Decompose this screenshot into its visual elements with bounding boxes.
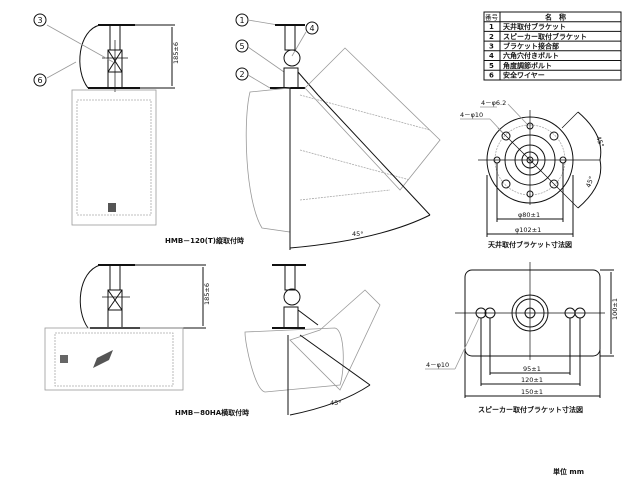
svg-text:天井取付ブラケット寸法図: 天井取付ブラケット寸法図 (488, 240, 572, 249)
svg-text:3: 3 (37, 16, 42, 25)
svg-text:ブラケット接合部: ブラケット接合部 (503, 42, 559, 51)
svg-text:5: 5 (239, 42, 244, 51)
svg-text:1: 1 (489, 23, 494, 31)
svg-text:番号: 番号 (485, 14, 499, 22)
svg-text:六角穴付きボルト: 六角穴付きボルト (503, 51, 559, 60)
callout-2: 2 (235, 67, 249, 81)
svg-text:2: 2 (489, 33, 494, 41)
vertical-front-view: 185±6 HMB－120(T)縦取付時 (46, 24, 244, 245)
callout-4: 4 (305, 21, 319, 35)
logo-badge (108, 203, 116, 212)
horizontal-front-view: 185±6 HMB－80HA横取付時 (44, 264, 249, 417)
svg-text:φ80±1: φ80±1 (518, 211, 540, 219)
callout-3: 3 (33, 13, 47, 27)
svg-text:天井取付ブラケット: 天井取付ブラケット (503, 22, 566, 31)
svg-text:φ102±1: φ102±1 (515, 226, 541, 234)
svg-text:2: 2 (239, 70, 244, 79)
svg-text:4－φ10: 4－φ10 (460, 111, 483, 119)
parts-table: 番号 名 称 1 天井取付ブラケット 2 スピーカー取付ブラケット 3 ブラケット接合… (483, 11, 622, 81)
vertical-mount-label: HMB－120(T)縦取付時 (165, 236, 244, 245)
vertical-side-view: 45° (245, 19, 441, 250)
svg-text:4: 4 (489, 52, 494, 60)
speaker-bracket-drawing: 100±1 95±1 120±1 150±1 4－φ10 スピーカー取付ブラケッ… (425, 262, 619, 414)
unit-label: 単位 mm (553, 467, 584, 476)
svg-text:5: 5 (489, 62, 494, 70)
svg-text:45°: 45° (352, 230, 364, 238)
svg-text:スピーカー取付ブラケット: スピーカー取付ブラケット (503, 32, 587, 41)
ceiling-bracket-drawing: 45° 45° 4－φ6.2 4－φ10 φ80±1 φ102±1 天井取付ブラ… (460, 99, 606, 249)
horizontal-side-view: 45° (244, 264, 381, 416)
svg-text:45°: 45° (584, 175, 595, 189)
callout-6: 6 (33, 73, 47, 87)
callout-5: 5 (235, 39, 249, 53)
svg-text:6: 6 (37, 76, 42, 85)
svg-text:185±6: 185±6 (203, 283, 211, 305)
callout-1: 1 (235, 13, 249, 27)
svg-text:95±1: 95±1 (523, 365, 541, 373)
svg-text:名 称: 名 称 (545, 13, 566, 22)
svg-text:45°: 45° (594, 135, 605, 149)
svg-text:6: 6 (489, 72, 494, 80)
svg-text:4－φ6.2: 4－φ6.2 (481, 99, 506, 107)
svg-text:1: 1 (239, 16, 244, 25)
svg-text:100±1: 100±1 (611, 298, 619, 320)
height-dimension: 185±6 (172, 42, 180, 64)
svg-text:4－φ10: 4－φ10 (426, 361, 449, 369)
svg-text:150±1: 150±1 (521, 388, 543, 396)
svg-text:スピーカー取付ブラケット寸法図: スピーカー取付ブラケット寸法図 (478, 405, 583, 414)
safety-wire (79, 24, 101, 89)
svg-text:45°: 45° (330, 399, 342, 407)
svg-text:安全ワイヤー: 安全ワイヤー (503, 71, 545, 80)
svg-text:120±1: 120±1 (521, 376, 543, 384)
horizontal-mount-label: HMB－80HA横取付時 (175, 408, 249, 417)
svg-text:4: 4 (309, 24, 314, 33)
svg-text:3: 3 (489, 43, 494, 51)
svg-text:角度調節ボルト: 角度調節ボルト (503, 61, 552, 70)
